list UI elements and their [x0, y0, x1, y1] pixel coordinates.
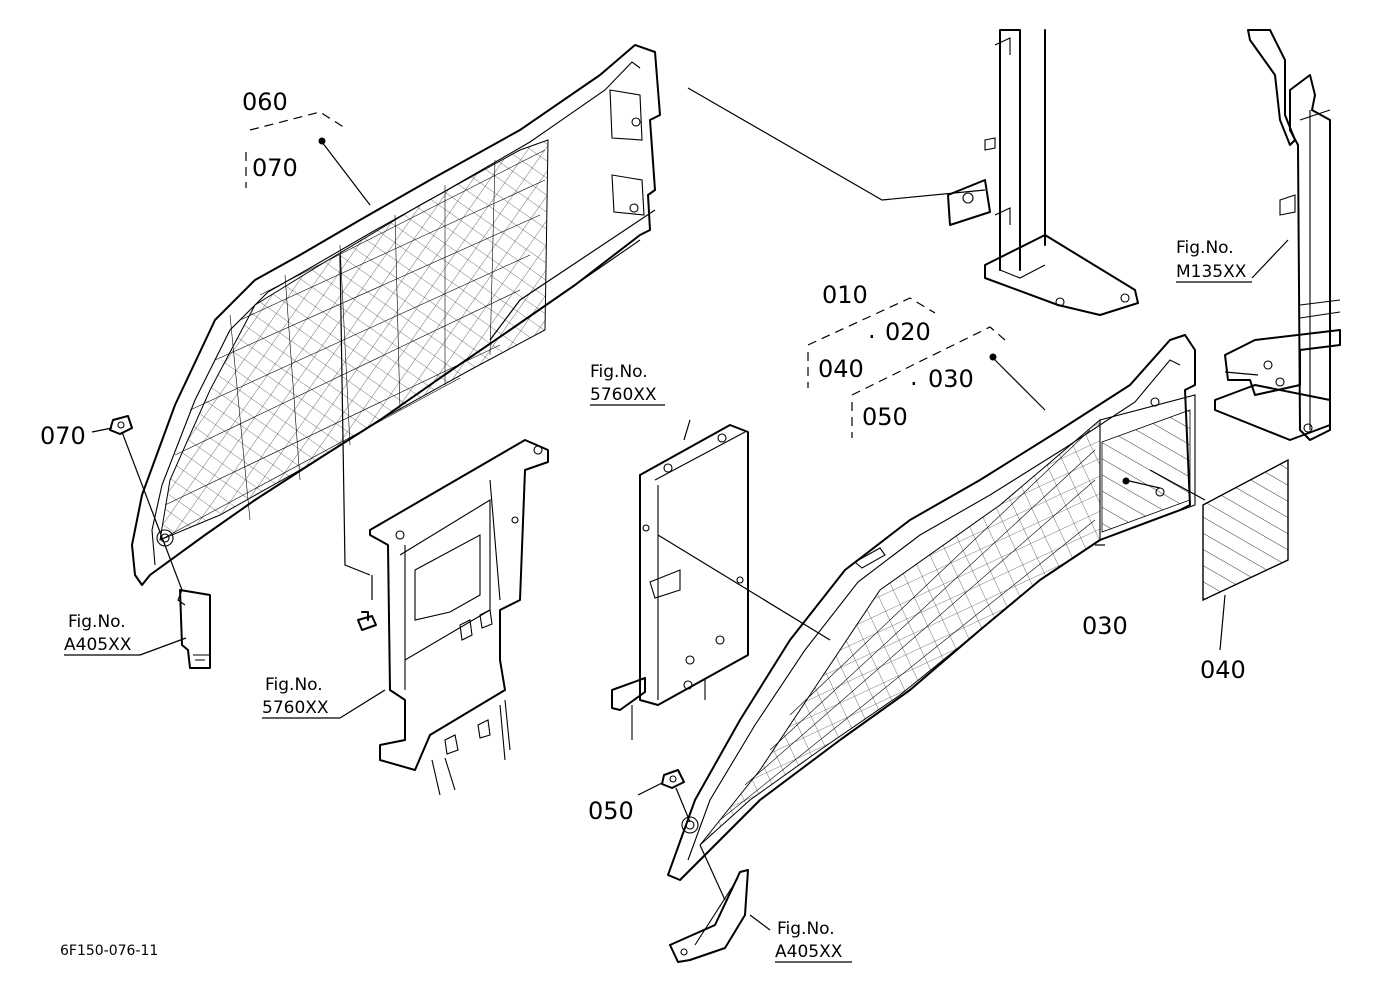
fig-ref-m135xx: M135XX	[1176, 262, 1247, 282]
part-labels: 060 070 070 010 020 · 040 030 · 050 030 …	[40, 88, 1246, 825]
figure-references: Fig.No. M135XX Fig.No. 5760XX Fig.No. A4…	[64, 238, 1247, 962]
fig-ref-5760xx-left: 5760XX	[262, 698, 329, 718]
fig-caption-a405-left: Fig.No.	[68, 612, 126, 632]
left-mount-bracket	[177, 589, 211, 669]
fig-ref-5760xx-center: 5760XX	[590, 385, 657, 405]
fig-ref-a405xx-left: A405XX	[64, 635, 132, 655]
fig-caption-5760-left: Fig.No.	[265, 675, 323, 695]
fig-ref-a405xx-bottom: A405XX	[775, 942, 843, 962]
label-030: 030	[1082, 612, 1128, 640]
label-040: 040	[1200, 656, 1246, 684]
right-frame	[1214, 29, 1341, 441]
callout-brackets	[245, 111, 1006, 438]
fig-caption-m135: Fig.No.	[1176, 238, 1234, 258]
label-020: 020	[885, 318, 931, 346]
label-050: 050	[588, 797, 634, 825]
top-center-post	[947, 29, 1139, 316]
center-plate	[611, 424, 749, 740]
label-060: 060	[242, 88, 288, 116]
separator-2: ·	[910, 370, 918, 398]
reference-dots	[318, 137, 1130, 485]
leader-lines	[91, 87, 1289, 931]
hatched-panel-040	[1202, 458, 1289, 602]
fig-ref-underlines	[64, 281, 1252, 963]
fig-caption-5760-center: Fig.No.	[590, 362, 648, 382]
nut-070-left	[109, 415, 133, 435]
label-070-top: 070	[252, 154, 298, 182]
separator-1: ·	[868, 323, 876, 351]
fig-caption-a405-bottom: Fig.No.	[777, 919, 835, 939]
left-grille-060	[131, 44, 661, 586]
nut-050	[661, 769, 685, 789]
bottom-mount-bracket	[669, 869, 749, 963]
right-grille-010	[667, 334, 1196, 881]
diagram-code: 6F150-076-11	[60, 943, 158, 959]
label-040-group: 040	[818, 355, 864, 383]
center-left-bracket	[357, 439, 549, 796]
label-070-left: 070	[40, 422, 86, 450]
label-030-group: 030	[928, 365, 974, 393]
label-050-group: 050	[862, 403, 908, 431]
label-010: 010	[822, 281, 868, 309]
